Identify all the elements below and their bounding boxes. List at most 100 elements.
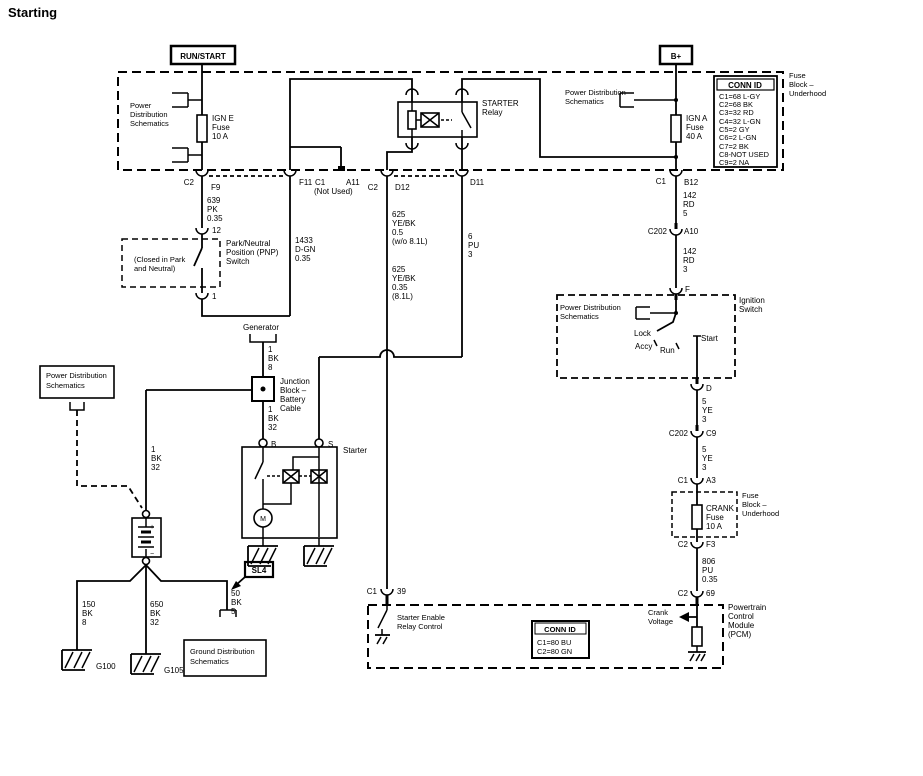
fuse-block-underhood: RUN/START Power Distribution Schematics … [117,44,826,196]
pin-c1: C1 [315,178,326,187]
solenoid-ground-icon [303,545,335,567]
s-terminal-label: S [328,440,333,449]
svg-text:1433: 1433 [295,236,313,245]
starter-assembly: 6 PU 3 625 YE/BK 0.5 (w/o 8.1L) 625 YE/B… [241,176,479,589]
pnp-switch-branch: 639 PK 0.35 12 1 (Closed in Park and Neu… [121,176,316,317]
svg-text:IGN A: IGN A [686,114,708,123]
ground-branches: G100 G105 150 BK 8 650 BK 32 50 BK 5 SL4… [61,560,275,677]
b-plus-terminal: B+ [658,44,694,170]
pin-a11: A11 [346,178,360,187]
fuse-block-border [117,71,784,171]
svg-text:3: 3 [702,463,707,472]
position-accy: Accy [635,342,652,351]
svg-text:Power Distribution: Power Distribution [46,371,107,380]
svg-text:Switch: Switch [226,257,250,266]
svg-text:32: 32 [150,618,159,627]
svg-text:Fuse: Fuse [686,123,704,132]
pin-c2b: C2 [368,183,379,192]
svg-text:Schematics: Schematics [46,381,85,390]
pin-b12: B12 [684,178,699,187]
svg-text:1: 1 [151,445,156,454]
pin-c9: C9 [706,429,717,438]
svg-text:Block –: Block – [789,80,814,89]
svg-text:Power: Power [130,101,152,110]
starter-enable-relay-control: Starter Enable Relay Control [375,605,445,645]
svg-text:M: M [260,516,266,523]
pin-39: 39 [397,587,406,596]
position-run: Run [660,346,675,355]
pcm-border [367,604,724,669]
svg-text:BK: BK [150,609,161,618]
pin-a3: A3 [706,476,716,485]
battery-pds-reference: Power Distribution Schematics [39,365,143,509]
pin-f11: F11 [299,178,313,187]
svg-text:Relay Control: Relay Control [397,622,443,631]
pcm-resistor-icon [691,626,703,647]
svg-text:Fuse: Fuse [789,71,806,80]
svg-text:BK: BK [268,414,279,423]
run-start-label: RUN/START [180,52,226,61]
pin-f: F [685,285,690,294]
ignition-switch: Ignition Switch Power Distribution Schem… [556,294,765,379]
starter-b-terminal [258,438,268,448]
crank-fuse-block: CRANK Fuse 10 A Fuse Block – Underhood [671,491,779,538]
svg-text:PU: PU [468,241,479,250]
svg-text:Junction: Junction [280,377,310,386]
pin-d11: D11 [470,178,485,187]
svg-text:142: 142 [683,247,697,256]
pnp-pin-1: 1 [212,292,217,301]
svg-text:650: 650 [150,600,164,609]
svg-text:Crank: Crank [648,608,668,617]
pin-a11-note: (Not Used) [314,187,353,196]
svg-text:0.5: 0.5 [392,228,404,237]
fuse-block-internal-wiring [289,78,676,171]
generator-reference: Generator 1 BK 8 [243,323,279,377]
svg-text:C4=32 L-GN: C4=32 L-GN [719,117,761,126]
svg-text:Position (PNP): Position (PNP) [226,248,279,257]
pnp-switch-border [121,238,221,288]
g105-label: G105 [164,666,184,675]
svg-text:806: 806 [702,557,716,566]
pin-69: 69 [706,589,715,598]
junction-block: Junction Block – Battery Cable 1 BK 32 [146,376,310,439]
g100-label: G100 [96,662,116,671]
svg-text:C2=68 BK: C2=68 BK [719,100,753,109]
ign-e-fuse-icon: IGN E Fuse 10 A [196,114,234,143]
pcm-conn-id-table: CONN ID C1=80 BU C2=80 GN [531,620,590,659]
svg-text:625: 625 [392,210,406,219]
svg-text:Schematics: Schematics [190,657,229,666]
svg-text:(8.1L): (8.1L) [392,292,413,301]
run-start-terminal: RUN/START [169,44,237,170]
relay-coil-icon [416,112,440,128]
svg-text:0.35: 0.35 [702,575,718,584]
svg-text:142: 142 [683,191,697,200]
pnp-switch-contact-icon [193,247,203,267]
svg-text:Module: Module [728,621,755,630]
svg-text:C3=32 RD: C3=32 RD [719,108,754,117]
position-lock: Lock [634,329,652,338]
svg-text:C2=80 GN: C2=80 GN [537,647,572,656]
svg-text:Fuse: Fuse [706,513,724,522]
svg-text:Generator: Generator [243,323,279,332]
pcm-ground-icon [689,653,706,662]
b-plus-label: B+ [671,52,682,61]
svg-text:BK: BK [82,609,93,618]
svg-text:C9=2 NA: C9=2 NA [719,158,749,167]
svg-text:C8-NOT USED: C8-NOT USED [719,150,769,159]
svg-text:YE: YE [702,406,713,415]
svg-text:Fuse: Fuse [742,491,759,500]
svg-text:C2: C2 [678,589,689,598]
svg-text:Schematics: Schematics [130,119,169,128]
svg-text:YE: YE [702,454,713,463]
svg-text:BK: BK [231,598,242,607]
svg-text:Battery: Battery [280,395,305,404]
svg-text:Fuse: Fuse [212,123,230,132]
crank-signal-branch: D 5 YE 3 C202 C9 5 YE 3 C1 A3 CRANK Fuse… [669,378,779,605]
svg-text:3: 3 [683,265,688,274]
ignition-switch-arm-icon [656,312,677,332]
svg-text:40 A: 40 A [686,132,703,141]
pin-f3: F3 [706,540,716,549]
svg-text:Control: Control [728,612,754,621]
crank-fuse-icon [691,504,703,530]
svg-text:Ground Distribution: Ground Distribution [190,647,255,656]
